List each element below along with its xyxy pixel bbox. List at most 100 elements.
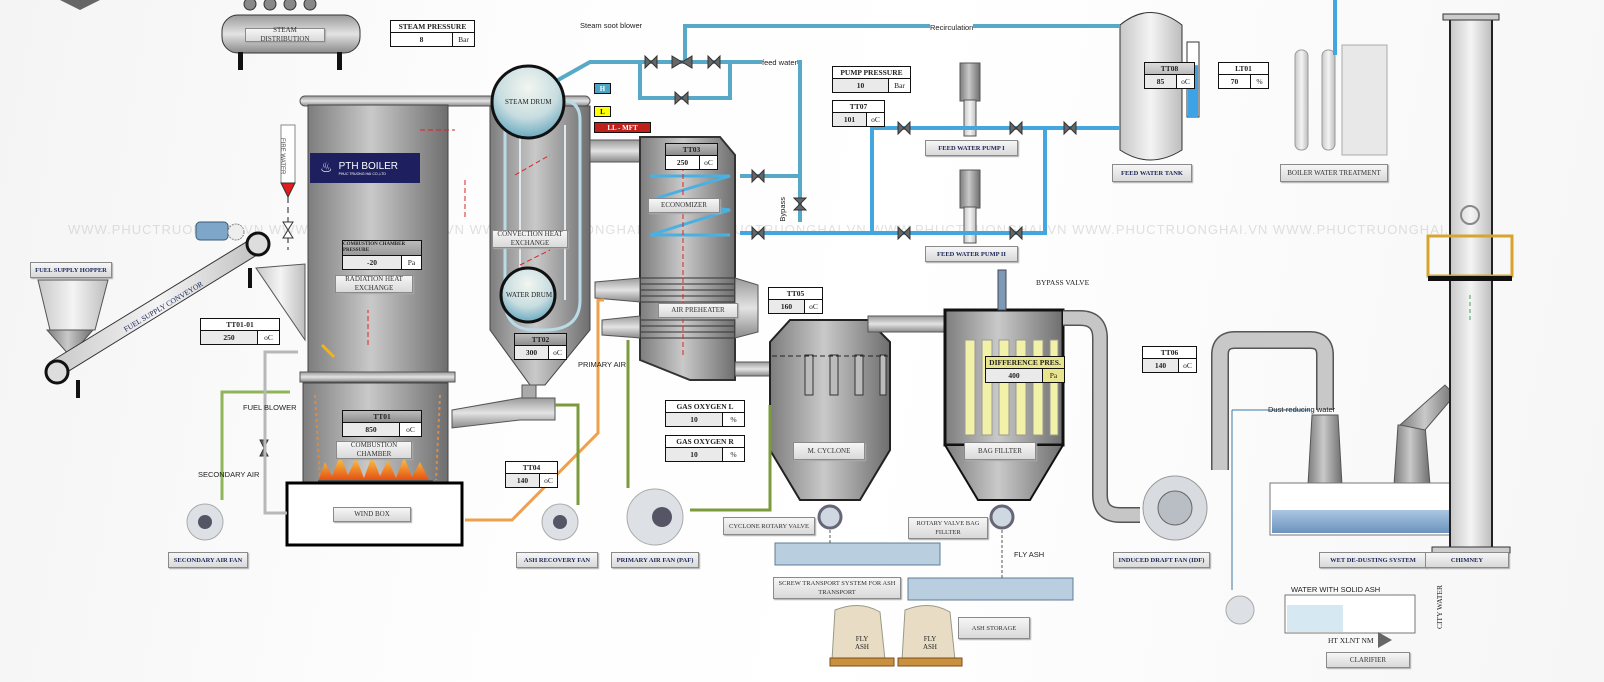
tag: GAS OXYGEN L <box>665 400 745 413</box>
wet-dedusting-label[interactable]: WET DE-DUSTING SYSTEM <box>1319 552 1427 568</box>
steam-drum-label[interactable]: STEAM DRUM <box>505 98 552 106</box>
value: 250 <box>665 156 700 170</box>
pump-body-1 <box>963 99 977 137</box>
alarm-high[interactable]: H <box>594 83 611 94</box>
conveyor-sprocket <box>227 223 245 241</box>
fuel-supply-hopper-label[interactable]: FUEL SUPPLY HOPPER <box>30 262 112 278</box>
pallet <box>829 657 895 667</box>
chimney-port <box>1460 205 1480 225</box>
city-water-label: CITY WATER <box>1435 585 1444 629</box>
ash-recovery-fan-label[interactable]: ASH RECOVERY FAN <box>516 552 598 568</box>
pump-body-2 <box>963 206 977 244</box>
pth-boiler-logo: ♨ PTH BOILER PHUC TRUONG HAI CO.,LTD <box>310 153 420 183</box>
fly-ash-bag-1 <box>831 605 886 661</box>
bag-filter <box>943 269 1140 530</box>
fuel-blower-label: FUEL BLOWER <box>243 403 297 412</box>
tag: COMBUSTION CHAMBER PRESSURE <box>342 240 422 256</box>
idf-impeller <box>1157 490 1193 526</box>
water-piping <box>557 0 1337 235</box>
unit: % <box>723 413 745 427</box>
fuel-feed <box>37 221 306 398</box>
pump-motor-1 <box>959 62 981 102</box>
feed-water-pump-2-label[interactable]: FEED WATER PUMP II <box>925 246 1018 262</box>
boiler-water-treatment-label[interactable]: BOILER WATER TREATMENT <box>1280 164 1388 182</box>
dust-reducing-water-label: Dust-reducing water <box>1268 405 1336 414</box>
scrubber-outlet-cone <box>1393 424 1431 486</box>
idf-group <box>1142 331 1334 541</box>
filter-vessel <box>1294 49 1309 151</box>
air-outlet-duct <box>601 315 641 339</box>
value: 140 <box>505 474 540 488</box>
fire-water-column <box>280 124 296 250</box>
convection-label[interactable]: CONVECTION HEAT EXCHANGE <box>492 230 568 248</box>
chimney-label[interactable]: CHIMNEY <box>1425 552 1509 568</box>
screw-transport-label[interactable]: SCREW TRANSPORT SYSTEM FOR ASH TRANSPORT <box>773 577 901 599</box>
unit: oC <box>1179 359 1197 373</box>
wind-box-label[interactable]: WIND BOX <box>333 507 411 522</box>
unit: oC <box>400 423 422 437</box>
fan-hub <box>553 515 567 529</box>
unit: oC <box>1177 75 1195 89</box>
tag: TT01 <box>342 410 422 423</box>
lt01-readout: LT01 70% <box>1218 62 1269 89</box>
header-leg <box>337 52 342 70</box>
ash-pipe <box>451 397 556 429</box>
clarifier-group <box>1225 552 1417 648</box>
tag: STEAM PRESSURE <box>390 20 475 33</box>
air-piping <box>220 298 772 522</box>
feed-water-pump-1-label[interactable]: FEED WATER PUMP I <box>925 140 1018 156</box>
gas-oxygen-r-readout: GAS OXYGEN R 10% <box>665 435 745 462</box>
header-valves <box>243 0 317 11</box>
chimney-platform <box>1428 276 1512 281</box>
value: 160 <box>768 300 805 314</box>
economizer-label[interactable]: ECONOMIZER <box>648 198 720 213</box>
rotary-valve-bag-filter-label[interactable]: ROTARY VALVE BAG FILLTER <box>908 517 988 539</box>
value: -20 <box>342 256 402 270</box>
primary-air-fan-label[interactable]: PRIMARY AIR FAN (PAF) <box>611 552 699 568</box>
idf-inlet-pipe <box>1063 311 1140 522</box>
chimney-cap <box>1442 13 1500 21</box>
cyclone-tubes <box>804 354 887 396</box>
steam-soot-blower-label: Steam soot blower <box>580 21 643 30</box>
unit: % <box>1251 75 1269 89</box>
flame-logo-icon: ♨ <box>320 160 333 176</box>
flame-edge <box>435 394 441 481</box>
water-drum-label[interactable]: WATER DRUM <box>506 291 553 299</box>
flue-duct <box>589 139 641 163</box>
ash-storage-label[interactable]: ASH STORAGE <box>958 617 1030 639</box>
air-preheater-label[interactable]: AIR PREHEATER <box>658 303 738 318</box>
screw-conveyor-2 <box>907 577 1074 601</box>
tag: DIFFERENCE PRES. <box>985 356 1065 369</box>
steam-distribution-label[interactable]: STEAM DISTRIBUTION <box>245 26 325 43</box>
clarifier-label[interactable]: CLARIFIER <box>1326 652 1410 668</box>
economizer-preheater <box>589 136 776 381</box>
alarm-low[interactable]: L <box>594 106 611 117</box>
logo-sub: PHUC TRUONG HAI CO.,LTD <box>338 171 386 176</box>
water-drum <box>499 266 557 324</box>
secondary-air-fan-label[interactable]: SECONDARY AIR FAN <box>168 552 248 568</box>
air-inlet-duct <box>594 277 641 303</box>
feed-water-tank-label[interactable]: FEED WATER TANK <box>1112 164 1192 182</box>
scrubber-duct <box>1212 332 1333 470</box>
fuel-chute <box>255 263 306 342</box>
bag-filter-label[interactable]: BAG FILLTER <box>964 442 1036 460</box>
radiation-label[interactable]: RADIATION HEAT EXCHANGE <box>335 275 413 293</box>
fans <box>186 488 684 546</box>
gas-oxygen-l-readout: GAS OXYGEN L 10% <box>665 400 745 427</box>
cyclone-rotary-valve-label[interactable]: CYCLONE ROTARY VALVE <box>723 517 815 535</box>
induced-draft-fan-label[interactable]: INDUCED DRAFT FAN (IDF) <box>1113 552 1210 568</box>
alarm-ll-mft[interactable]: LL - MFT <box>594 122 651 133</box>
m-cyclone-label[interactable]: M. CYCLONE <box>793 442 865 460</box>
unit: oC <box>258 331 280 345</box>
value: 70 <box>1218 75 1251 89</box>
unit: % <box>723 448 745 462</box>
pallet <box>897 657 963 667</box>
combustion-chamber-label[interactable]: COMBUSTION CHAMBER <box>336 441 412 459</box>
